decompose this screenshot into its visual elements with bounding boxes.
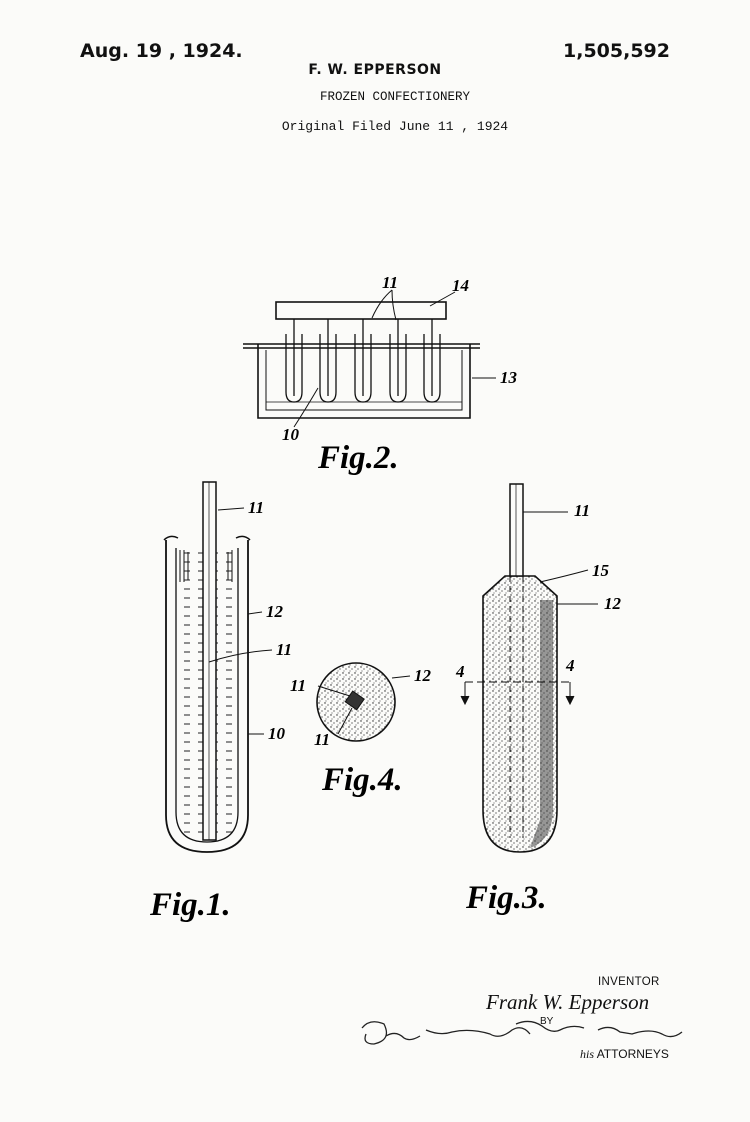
fig3-drawing bbox=[460, 483, 598, 853]
fig1-tube bbox=[165, 540, 249, 853]
attorneys-signature bbox=[361, 1020, 683, 1045]
patent-title: FROZEN CONFECTIONERY bbox=[319, 90, 471, 104]
fig3-ref-11: 11 bbox=[574, 501, 590, 520]
fig4-ref-11b: 11 bbox=[314, 730, 330, 749]
fig1-drawing bbox=[163, 481, 273, 853]
attorneys-prefix: his bbox=[580, 1047, 595, 1061]
fig3-ref-15: 15 bbox=[592, 561, 610, 580]
attorneys-text: ATTORNEYS bbox=[596, 1047, 669, 1061]
fig2-ref-13: 13 bbox=[500, 368, 518, 387]
fig4-ref-12: 12 bbox=[414, 666, 432, 685]
fig2-ref-10: 10 bbox=[282, 425, 300, 444]
fig3-section-ref-left: 4 bbox=[455, 662, 465, 681]
fig1-ref-11b: 11 bbox=[276, 640, 292, 659]
fig2-holder-bar bbox=[275, 301, 447, 320]
fig1-ref-11a: 11 bbox=[248, 498, 264, 517]
fig3-section-ref-right: 4 bbox=[565, 656, 575, 675]
fig3-label: Fig.3. bbox=[465, 880, 547, 916]
attorneys-label: his ATTORNEYS bbox=[580, 1047, 669, 1062]
filed-date: Original Filed June 11 , 1924 bbox=[281, 119, 509, 134]
fig2-tubes bbox=[285, 319, 441, 403]
fig2-ref-14: 14 bbox=[452, 276, 469, 295]
fig2-label: Fig.2. bbox=[317, 440, 399, 476]
fig1-stick bbox=[202, 481, 217, 841]
fig2-ref-11: 11 bbox=[382, 273, 398, 292]
patent-date: Aug. 19 , 1924. bbox=[80, 40, 243, 62]
fig3-popsicle bbox=[482, 575, 558, 853]
inventor-signature: Frank W. Epperson bbox=[486, 990, 650, 1014]
fig4-ref-11: 11 bbox=[290, 676, 306, 695]
fig3-stick bbox=[509, 483, 524, 577]
inventor-label: INVENTOR bbox=[598, 976, 660, 988]
fig3-ref-12: 12 bbox=[604, 594, 622, 613]
fig2-tray bbox=[257, 344, 471, 419]
by-label: BY bbox=[540, 1016, 554, 1027]
fig1-ref-10: 10 bbox=[268, 724, 286, 743]
fig1-ref-12: 12 bbox=[266, 602, 284, 621]
fig4-label: Fig.4. bbox=[321, 762, 403, 798]
fig1-label: Fig.1. bbox=[149, 887, 231, 923]
fig4-drawing bbox=[316, 662, 411, 742]
fig2-drawing bbox=[243, 289, 496, 428]
patent-number: 1,505,592 bbox=[563, 40, 670, 62]
inventor-heading: F. W. EPPERSON bbox=[308, 62, 442, 78]
